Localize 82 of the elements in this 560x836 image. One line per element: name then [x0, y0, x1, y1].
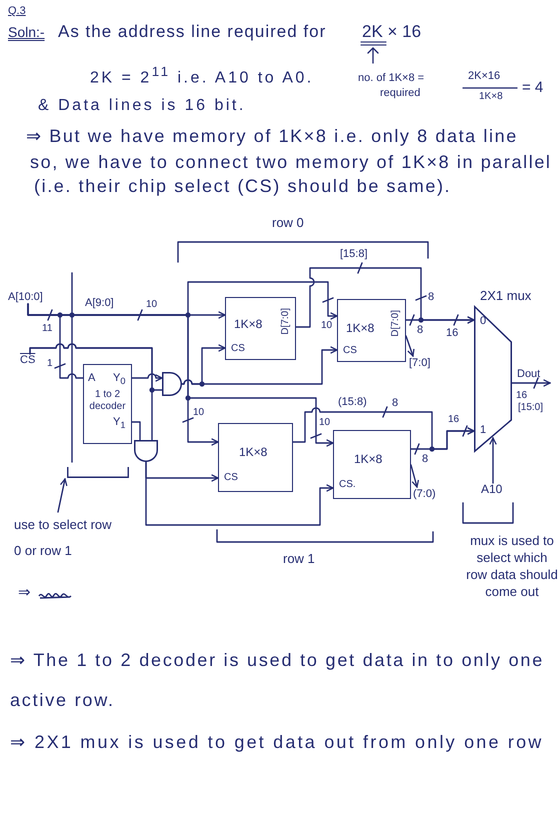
- and-gate: [134, 440, 158, 462]
- memory-chip: [337, 299, 406, 362]
- pin-label: CS: [231, 343, 245, 354]
- and-gate: [162, 372, 182, 396]
- bracket: [67, 467, 129, 478]
- wire-arrow: [131, 373, 163, 382]
- body-text: (i.e. their chip select (CS) should be same).: [34, 176, 452, 197]
- memory-chip: [218, 423, 293, 492]
- wire-arrow: [410, 425, 475, 455]
- decoder-label: 1 to 2 decoder: [88, 389, 127, 412]
- body-text: ⇒ 2X1 mux is used to get data out from only one row: [10, 732, 544, 753]
- bit-range-label: (15:8): [338, 396, 367, 409]
- signal-label: A10: [481, 483, 502, 497]
- bus-width-label: 8: [428, 291, 434, 304]
- chip-label: 1K×8: [346, 322, 374, 336]
- bus-width-label: 10: [146, 299, 158, 310]
- implies-symbol: ⇒: [18, 584, 31, 602]
- bus-width-label: 1: [47, 358, 53, 370]
- signal-label: A[10:0]: [8, 291, 43, 304]
- pointer-arrow: [405, 335, 415, 357]
- body-text: no. of 1K×8 =: [358, 72, 424, 85]
- body-text: ⇒ But we have memory of 1K×8 i.e. only 8 data line: [26, 126, 518, 147]
- bit-range-label: [15:0]: [518, 402, 544, 414]
- decoder-box: [83, 364, 132, 444]
- chip-label: 1K×8: [239, 446, 268, 460]
- leader-arrow: [57, 478, 68, 513]
- bus-width-label: 11: [42, 323, 52, 334]
- bus-width-label: 8: [392, 397, 398, 410]
- wire-arrow: [145, 461, 334, 526]
- wire: [27, 303, 84, 379]
- row-label: row 0: [272, 216, 304, 231]
- body-text: As the address line required for: [58, 22, 326, 42]
- note-text: mux is used to select which row data should come out: [466, 532, 558, 600]
- body-text: & Data lines is 16 bit.: [38, 97, 246, 116]
- wire: [29, 343, 153, 441]
- body-text: ⇒ The 1 to 2 decoder is used to get data in to only one active row.: [10, 649, 546, 712]
- memory-chip: [225, 297, 296, 360]
- question-number: Q.3: [8, 5, 26, 18]
- math-expression: 2K × 16: [362, 22, 422, 42]
- pin-label: 0: [480, 315, 486, 328]
- result-text: = 4: [522, 79, 544, 96]
- fraction-numerator: 2K×16: [468, 70, 500, 83]
- memory-chip: [333, 430, 411, 499]
- row-label: row 1: [283, 552, 315, 567]
- pin-label: Y$_{1}$: [113, 416, 126, 431]
- bus-width-label: 16: [446, 327, 458, 340]
- pin-label: 1: [480, 424, 486, 437]
- math-expression: 2K = 2$^{11}$ i.e. A10 to A0.: [90, 64, 314, 88]
- pin-label: Y$_{0}$: [113, 372, 126, 387]
- body-text: so, we have to connect two memory of 1K×8 in parallel: [30, 152, 552, 173]
- signal-label: Dout: [517, 368, 540, 381]
- pin-label: CS: [343, 345, 357, 356]
- note-text: use to select row 0 or row 1: [14, 512, 114, 564]
- wire-arrow: [181, 346, 338, 385]
- pin-label: CS: [224, 472, 238, 484]
- bus-width-label: 16: [448, 414, 460, 426]
- bit-range-label: (7:0): [413, 488, 436, 501]
- pin-label: CS.: [339, 479, 356, 490]
- bus-width-label: 16: [516, 390, 528, 402]
- body-text: required: [380, 87, 420, 100]
- solution-heading: Soln:-: [8, 24, 45, 40]
- wire-arrow: [511, 377, 551, 389]
- bus-width-label: 8: [422, 453, 428, 466]
- fraction-denominator: 1K×8: [479, 91, 503, 102]
- wire-arrow: [489, 437, 497, 484]
- signal-label: CS: [20, 354, 36, 367]
- bus-width-label: 10: [321, 320, 332, 332]
- bus-width-label: 10: [319, 417, 330, 428]
- pin-label: D[7:0]: [390, 310, 402, 337]
- chip-label: 1K×8: [354, 453, 382, 467]
- bit-range-label: [15:8]: [340, 248, 368, 261]
- pin-label: D[7:0]: [280, 308, 292, 335]
- pin-label: A: [88, 372, 96, 385]
- mux-label: 2X1 mux: [480, 289, 532, 304]
- wire: [131, 421, 141, 441]
- edge-label: A[9:0]: [84, 297, 115, 310]
- bus-width-label: 8: [417, 324, 424, 337]
- pointer-arrow: [410, 464, 420, 488]
- wire-arrow: [405, 314, 475, 326]
- bit-range-label: [7:0]: [409, 357, 430, 370]
- chip-label: 1K×8: [234, 318, 262, 332]
- bus-width-label: 10: [193, 407, 204, 418]
